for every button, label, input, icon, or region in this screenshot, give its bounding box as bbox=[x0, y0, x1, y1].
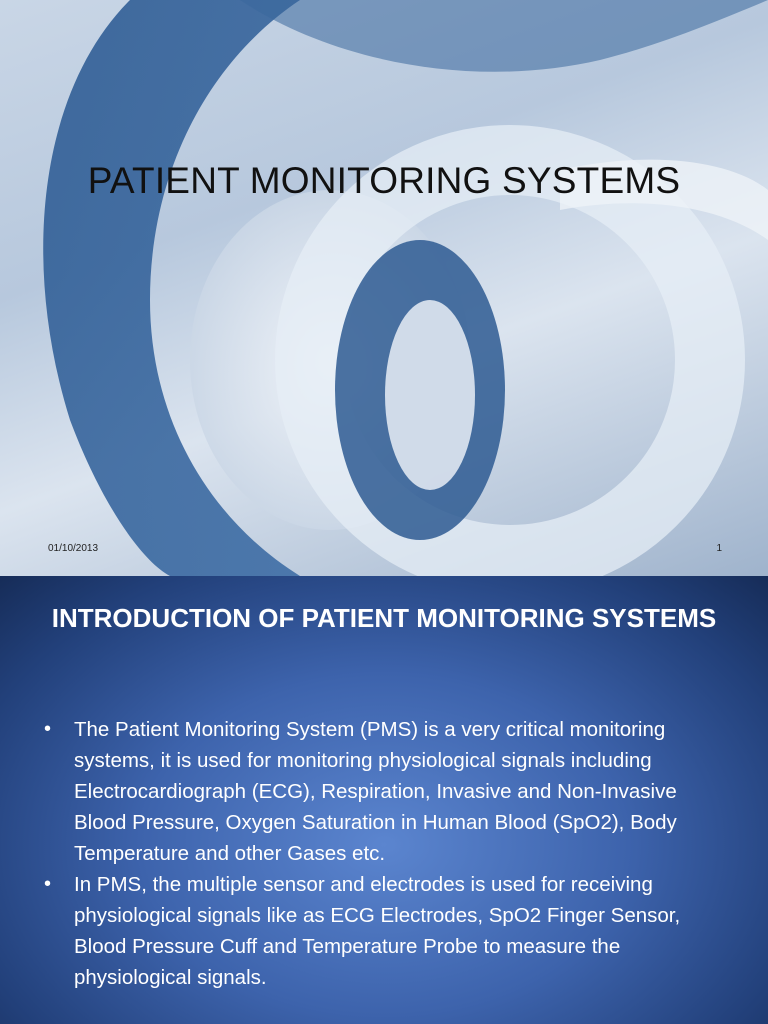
slide-title: PATIENT MONITORING SYSTEMS bbox=[87, 160, 681, 201]
bullet-item: • In PMS, the multiple sensor and electr… bbox=[40, 869, 720, 993]
bullet-item: • The Patient Monitoring System (PMS) is… bbox=[40, 714, 720, 869]
bullet-text: The Patient Monitoring System (PMS) is a… bbox=[74, 718, 677, 865]
slide-title: INTRODUCTION OF PATIENT MONITORING SYSTE… bbox=[51, 603, 717, 633]
slide-number: 1 bbox=[716, 543, 722, 554]
bullet-list: • The Patient Monitoring System (PMS) is… bbox=[40, 714, 720, 993]
bullet-icon: • bbox=[44, 718, 52, 740]
bullet-text: In PMS, the multiple sensor and electrod… bbox=[74, 873, 681, 989]
bullet-icon: • bbox=[44, 873, 52, 895]
introduction-slide: INTRODUCTION OF PATIENT MONITORING SYSTE… bbox=[0, 576, 768, 1024]
title-slide: PATIENT MONITORING SYSTEMS 01/10/2013 1 bbox=[0, 0, 768, 576]
slide-date: 01/10/2013 bbox=[48, 543, 99, 554]
decorative-swirl-graphic bbox=[43, 0, 768, 576]
